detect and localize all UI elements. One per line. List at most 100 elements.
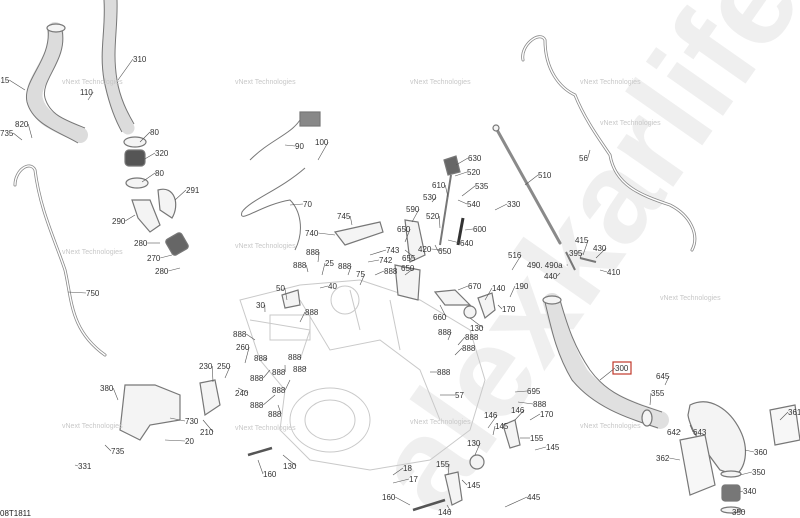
callout-130[interactable]: 130	[283, 462, 297, 471]
callout-610[interactable]: 610	[432, 181, 446, 190]
callout-650[interactable]: 650	[397, 225, 411, 234]
callout-310[interactable]: 310	[133, 55, 147, 64]
callout-270[interactable]: 270	[147, 254, 161, 263]
callout-155[interactable]: 155	[436, 460, 450, 469]
callout-660[interactable]: 660	[433, 313, 447, 322]
callout-888[interactable]: 888	[533, 400, 547, 409]
callout-260[interactable]: 260	[236, 343, 250, 352]
callout-331[interactable]: 331	[78, 462, 92, 471]
callout-40[interactable]: 40	[328, 282, 337, 291]
callout-350[interactable]: 350	[732, 508, 746, 517]
callout-361[interactable]: 361	[788, 408, 800, 417]
callout-355[interactable]: 355	[651, 389, 665, 398]
callout-70[interactable]: 70	[303, 200, 312, 209]
callout-750[interactable]: 750	[86, 289, 100, 298]
callout-888[interactable]: 888	[288, 353, 302, 362]
callout-888[interactable]: 888	[272, 386, 286, 395]
callout-90[interactable]: 90	[295, 142, 304, 151]
callout-735[interactable]: 735	[0, 129, 14, 138]
callout-190[interactable]: 190	[515, 282, 529, 291]
callout-80[interactable]: 80	[155, 169, 164, 178]
callout-80[interactable]: 80	[150, 128, 159, 137]
callout-740[interactable]: 740	[305, 229, 319, 238]
callout-888[interactable]: 888	[338, 262, 352, 271]
callout-290[interactable]: 290	[112, 217, 126, 226]
callout-888[interactable]: 888	[250, 401, 264, 410]
callout-535[interactable]: 535	[475, 182, 489, 191]
callout-888[interactable]: 888	[384, 267, 398, 276]
callout-140[interactable]: 140	[492, 284, 506, 293]
callout-250[interactable]: 250	[217, 362, 231, 371]
callout-160[interactable]: 160	[263, 470, 277, 479]
callout-20[interactable]: 20	[185, 437, 194, 446]
callout-888[interactable]: 888	[254, 354, 268, 363]
callout-100[interactable]: 100	[315, 138, 329, 147]
callout-888[interactable]: 888	[268, 410, 282, 419]
callout-520[interactable]: 520	[467, 168, 481, 177]
callout-315[interactable]: 315	[0, 76, 10, 85]
callout-160[interactable]: 160	[382, 493, 396, 502]
callout-30[interactable]: 30	[256, 301, 265, 310]
callout-50[interactable]: 50	[276, 284, 285, 293]
callout-280[interactable]: 280	[155, 267, 169, 276]
callout-888[interactable]: 888	[305, 308, 319, 317]
callout-445[interactable]: 445	[527, 493, 541, 502]
callout-650[interactable]: 650	[401, 264, 415, 273]
callout-300[interactable]: 300	[615, 364, 629, 373]
callout-362[interactable]: 362	[656, 454, 670, 463]
callout-57[interactable]: 57	[455, 391, 464, 400]
callout-745[interactable]: 745	[337, 212, 351, 221]
callout-410[interactable]: 410	[607, 268, 621, 277]
callout-640[interactable]: 640	[460, 239, 474, 248]
callout-730[interactable]: 730	[185, 417, 199, 426]
callout-440[interactable]: 440	[544, 272, 558, 281]
callout-25[interactable]: 25	[325, 259, 334, 268]
callout-520[interactable]: 520	[426, 212, 440, 221]
callout-75[interactable]: 75	[356, 270, 365, 279]
callout-110[interactable]: 110	[80, 88, 93, 97]
callout-17[interactable]: 17	[409, 475, 418, 484]
callout-430[interactable]: 430	[593, 244, 607, 253]
callout-888[interactable]: 888	[306, 248, 320, 257]
callout-888[interactable]: 888	[465, 333, 479, 342]
callout-743[interactable]: 743	[386, 246, 400, 255]
callout-642[interactable]: 642	[667, 428, 681, 437]
callout-146[interactable]: 146	[438, 508, 452, 517]
callout-146[interactable]: 146	[484, 411, 498, 420]
callout-735[interactable]: 735	[111, 447, 125, 456]
callout-490-490a[interactable]: 490. 490a	[527, 261, 563, 270]
callout-210[interactable]: 210	[200, 428, 214, 437]
callout-18[interactable]: 18	[403, 464, 412, 473]
callout-170[interactable]: 170	[540, 410, 554, 419]
callout-600[interactable]: 600	[473, 225, 487, 234]
callout-888[interactable]: 888	[437, 368, 451, 377]
callout-888[interactable]: 888	[438, 328, 452, 337]
callout-888[interactable]: 888	[293, 365, 307, 374]
callout-888[interactable]: 888	[250, 374, 264, 383]
callout-395[interactable]: 395	[569, 249, 583, 258]
callout-145[interactable]: 145	[495, 422, 509, 431]
callout-56[interactable]: 56	[579, 154, 588, 163]
callout-350[interactable]: 350	[752, 468, 766, 477]
callout-516[interactable]: 516	[508, 251, 522, 260]
callout-145[interactable]: 145	[546, 443, 560, 452]
callout-415[interactable]: 415	[575, 236, 589, 245]
callout-340[interactable]: 340	[743, 487, 757, 496]
callout-643[interactable]: 643	[693, 428, 707, 437]
callout-888[interactable]: 888	[293, 261, 307, 270]
callout-145[interactable]: 145	[467, 481, 481, 490]
callout-820[interactable]: 820	[15, 120, 29, 129]
callout-130[interactable]: 130	[470, 324, 484, 333]
callout-360[interactable]: 360	[754, 448, 768, 457]
callout-170[interactable]: 170	[502, 305, 516, 314]
callout-590[interactable]: 590	[406, 205, 420, 214]
callout-742[interactable]: 742	[379, 256, 393, 265]
callout-230[interactable]: 230	[199, 362, 213, 371]
callout-630[interactable]: 630	[468, 154, 482, 163]
callout-670[interactable]: 670	[468, 282, 482, 291]
callout-280[interactable]: 280	[134, 239, 148, 248]
callout-130[interactable]: 130	[467, 439, 481, 448]
callout-650[interactable]: 650	[438, 247, 452, 256]
callout-240[interactable]: 240	[235, 389, 249, 398]
callout-888[interactable]: 888	[233, 330, 247, 339]
